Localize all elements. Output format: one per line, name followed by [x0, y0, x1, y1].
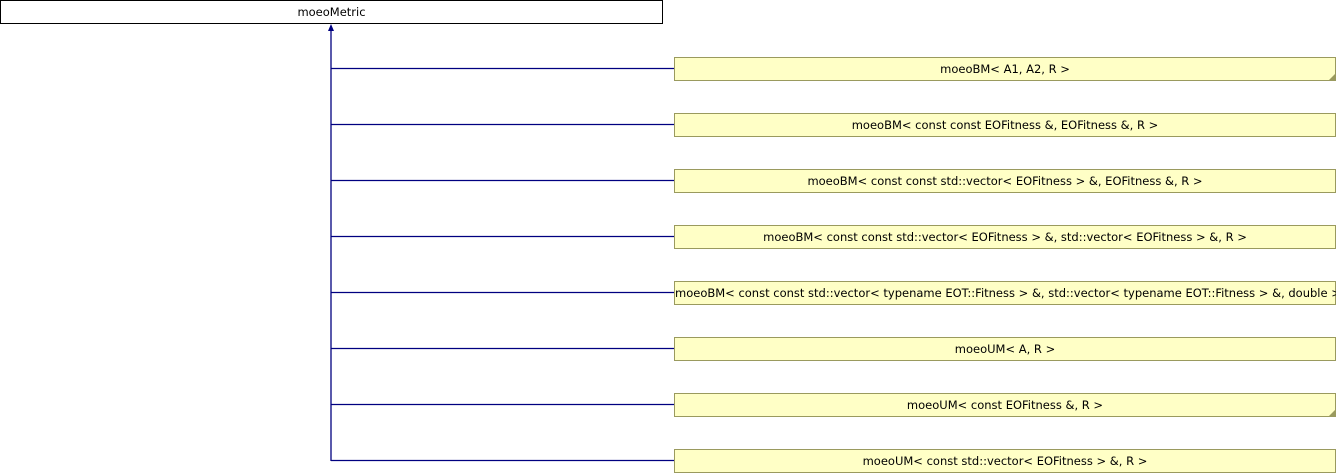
class-node-derived[interactable]: moeoUM< A, R > [674, 337, 1336, 361]
class-node-derived[interactable]: moeoBM< const const std::vector< EOFitne… [674, 169, 1336, 193]
inheritance-arrow-icon [328, 24, 334, 31]
class-node-label: moeoBM< const const std::vector< typenam… [675, 286, 1336, 300]
class-node-derived[interactable]: moeoBM< const const std::vector< EOFitne… [674, 225, 1336, 249]
class-node-derived[interactable]: moeoUM< const std::vector< EOFitness > &… [674, 449, 1336, 473]
class-node-derived[interactable]: moeoBM< A1, A2, R > [674, 57, 1336, 81]
folded-corner-icon [1329, 74, 1335, 80]
class-node-derived[interactable]: moeoBM< const const EOFitness &, EOFitne… [674, 113, 1336, 137]
class-node-derived[interactable]: moeoBM< const const std::vector< typenam… [674, 281, 1336, 305]
folded-corner-icon [1329, 410, 1335, 416]
class-node-derived[interactable]: moeoUM< const EOFitness &, R > [674, 393, 1336, 417]
class-node-label: moeoBM< const const std::vector< EOFitne… [807, 174, 1203, 188]
class-node-label: moeoBM< A1, A2, R > [940, 62, 1070, 76]
class-node-label: moeoBM< const const EOFitness &, EOFitne… [851, 118, 1159, 132]
class-node-label: moeoUM< const EOFitness &, R > [906, 398, 1104, 412]
class-node-moeometric[interactable]: moeoMetric [0, 0, 663, 24]
class-node-label: moeoBM< const const std::vector< EOFitne… [763, 230, 1247, 244]
class-node-label: moeoUM< A, R > [954, 342, 1056, 356]
class-node-label: moeoUM< const std::vector< EOFitness > &… [862, 454, 1148, 468]
